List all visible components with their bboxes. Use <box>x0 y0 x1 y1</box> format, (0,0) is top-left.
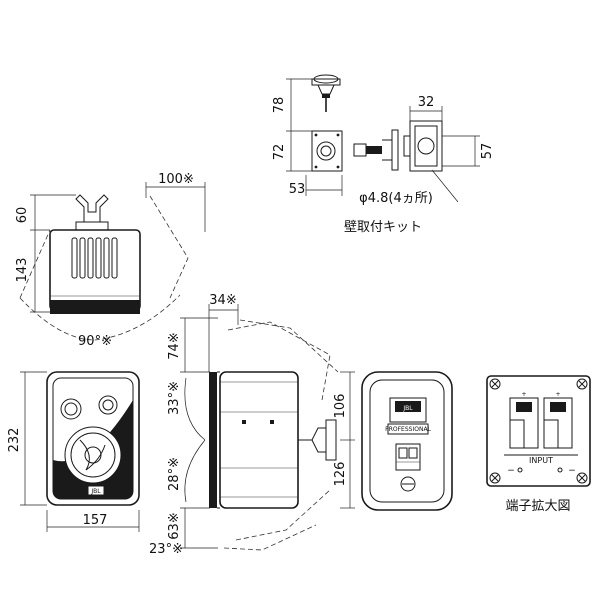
rear-view <box>361 371 453 511</box>
dim-126: 126 <box>333 462 348 487</box>
dim-106: 106 <box>333 394 348 419</box>
terminal-plus-left: + <box>521 391 526 398</box>
dim-232: 232 <box>7 428 22 453</box>
dim-90-degree: 90°※ <box>78 334 112 349</box>
front-view <box>20 371 140 532</box>
terminal-minus-right: − <box>568 466 576 476</box>
front-brand-badge: JBL <box>90 488 101 495</box>
dim-100: 100※ <box>158 172 194 187</box>
dim-57: 57 <box>480 143 495 160</box>
dim-34: 34※ <box>209 293 236 308</box>
terminal-input-label: INPUT <box>529 456 553 465</box>
wall-kit-title: 壁取付キット <box>344 220 422 235</box>
wall-kit <box>286 74 480 203</box>
side-view <box>180 304 355 551</box>
dim-23-degree: 23°※ <box>149 542 183 557</box>
dim-60: 60 <box>15 207 30 224</box>
dim-33-degree: 33°※ <box>167 381 182 415</box>
dim-28-degree: 28°※ <box>167 457 182 491</box>
dim-74: 74※ <box>167 332 182 359</box>
dim-143: 143 <box>15 258 30 283</box>
dim-32: 32 <box>418 95 435 110</box>
dim-72: 72 <box>272 144 287 161</box>
dim-78: 78 <box>272 97 287 114</box>
hole-diameter: φ4.8(4ヵ所) <box>359 191 433 206</box>
rear-professional-text: PROFESSIONAL <box>385 426 431 433</box>
terminal-closeup <box>486 375 591 487</box>
dim-63: 63※ <box>167 512 182 539</box>
terminal-minus-left: − <box>507 466 515 476</box>
dim-157: 157 <box>83 513 108 528</box>
dim-53: 53 <box>289 182 306 197</box>
terminal-closeup-title: 端子拡大図 <box>505 499 570 514</box>
top-view <box>19 182 206 341</box>
rear-brand-text: JBL <box>402 405 413 412</box>
vent-slots <box>71 237 118 279</box>
terminal-plus-right: + <box>555 391 560 398</box>
